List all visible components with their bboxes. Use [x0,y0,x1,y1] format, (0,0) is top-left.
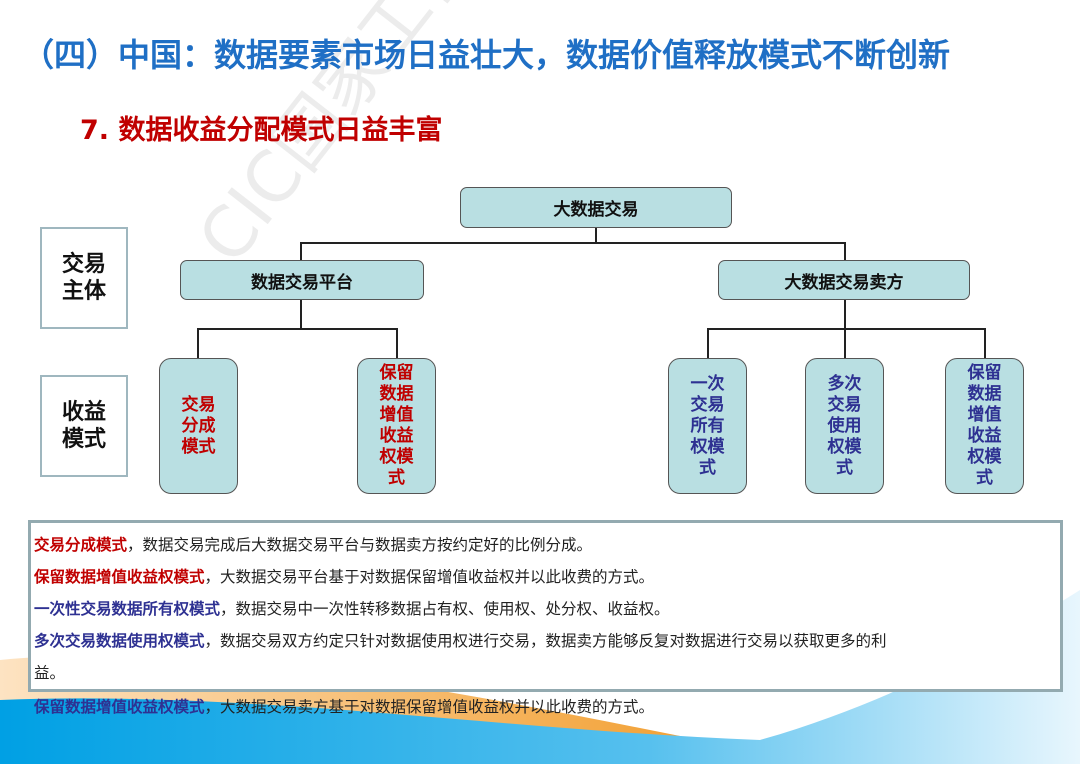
connector [707,328,709,358]
definition: ，数据交易双方约定只针对数据使用权进行交易，数据卖方能够反复对数据进行交易以获取… [204,632,887,650]
row-label-subject: 交易主体 [40,227,128,329]
section-subtitle: 7. 数据收益分配模式日益丰富 [80,115,443,146]
definition: ，数据交易中一次性转移数据占有权、使用权、处分权、收益权。 [220,600,670,618]
node-root: 大数据交易 [460,187,732,228]
description-line-cont: 益。 [34,664,66,682]
leaf-platform-retained-value: 保留数据增值收益权模式 [357,358,436,494]
term: 多次交易数据使用权模式 [34,632,205,650]
description-line: 多次交易数据使用权模式，数据交易双方约定只针对数据使用权进行交易，数据卖方能够反… [34,629,887,651]
connector [984,328,986,358]
description-box [28,520,1063,692]
row-label-mode: 收益模式 [40,375,128,477]
connector [844,242,846,260]
term: 一次性交易数据所有权模式 [34,600,221,618]
definition: ，大数据交易平台基于对数据保留增值收益权并以此收费的方式。 [204,568,655,586]
leaf-seller-retained-value: 保留数据增值收益权模式 [945,358,1024,494]
leaf-multi-use-rights: 多次交易使用权模式 [805,358,884,494]
leaf-revenue-share: 交易分成模式 [159,358,238,494]
connector [595,227,597,243]
connector [300,242,846,244]
description-line: 交易分成模式，数据交易完成后大数据交易平台与数据卖方按约定好的比例分成。 [34,533,592,555]
description-line: 一次性交易数据所有权模式，数据交易中一次性转移数据占有权、使用权、处分权、收益权… [34,597,670,619]
description-line: 保留数据增值收益权模式，大数据交易平台基于对数据保留增值收益权并以此收费的方式。 [34,565,654,587]
connector [396,328,398,358]
connector [707,328,986,330]
definition: ，大数据交易卖方基于对数据保留增值收益权并以此收费的方式。 [204,698,655,716]
connector [300,242,302,260]
term: 交易分成模式 [34,536,128,554]
term: 保留数据增值收益权模式 [34,568,205,586]
connector [197,328,199,358]
node-seller: 大数据交易卖方 [718,260,970,300]
page-title: （四）中国：数据要素市场日益壮大，数据价值释放模式不断创新 [22,36,951,74]
connector [300,299,302,329]
connector [844,299,846,329]
description-line: 保留数据增值收益权模式，大数据交易卖方基于对数据保留增值收益权并以此收费的方式。 [34,695,654,717]
leaf-one-time-ownership: 一次交易所有权模式 [668,358,747,494]
connector [844,328,846,358]
definition: ，数据交易完成后大数据交易平台与数据卖方按约定好的比例分成。 [127,536,593,554]
node-platform: 数据交易平台 [180,260,424,300]
connector [197,328,398,330]
term: 保留数据增值收益权模式 [34,698,205,716]
